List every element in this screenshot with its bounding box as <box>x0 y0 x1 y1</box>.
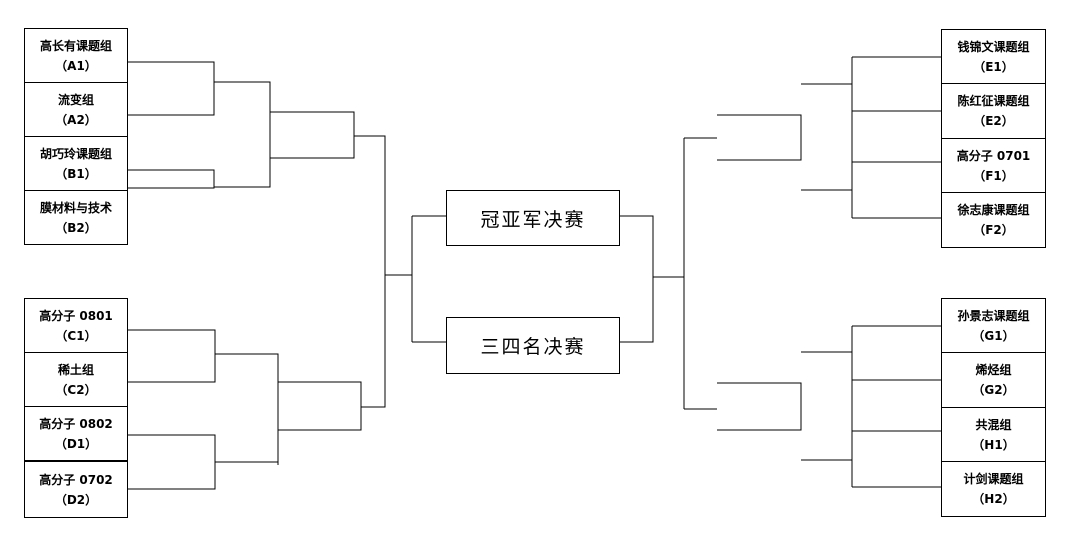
team-h2: 计剑课题组 （H2） <box>941 461 1046 517</box>
bracket-line <box>801 351 853 461</box>
team-name: 计剑课题组 <box>963 472 1024 486</box>
bracket-line <box>717 382 802 431</box>
team-code: （G1） <box>972 328 1015 343</box>
team-code: （B2） <box>55 220 97 235</box>
bracket-line <box>619 215 654 343</box>
bracket-line <box>354 135 386 408</box>
team-b2: 膜材料与技术 （B2） <box>24 190 128 245</box>
team-code: （C1） <box>55 328 97 343</box>
team-name: 陈红征课题组 <box>957 94 1030 108</box>
team-c1: 高分子 0801 （C1） <box>24 298 128 353</box>
bracket-line <box>127 61 215 116</box>
team-g1: 孙景志课题组 （G1） <box>941 298 1046 353</box>
team-code: （G2） <box>972 383 1015 397</box>
team-name: 孙景志课题组 <box>957 308 1030 323</box>
team-d1: 高分子 0802 （D1） <box>24 406 128 461</box>
bracket-line <box>127 434 216 490</box>
bracket-line <box>717 114 802 161</box>
team-code: （F2） <box>973 223 1014 237</box>
champion-final-label: 冠亚军决赛 <box>480 208 586 231</box>
team-code: （C2） <box>55 382 97 397</box>
team-b1: 胡巧玲课题组 （B1） <box>24 136 128 191</box>
team-code: （D1） <box>54 436 98 451</box>
team-code: （H1） <box>972 437 1015 452</box>
bracket-line <box>127 329 216 383</box>
team-f1: 高分子 0701 （F1） <box>941 138 1046 193</box>
team-name: 共混组 <box>975 417 1012 432</box>
team-name: 胡巧玲课题组 <box>39 146 112 161</box>
team-code: （B1） <box>55 166 97 181</box>
team-code: （E1） <box>973 59 1014 74</box>
team-name: 钱锦文课题组 <box>957 39 1030 54</box>
team-e2: 陈红征课题组 （E2） <box>941 83 1046 139</box>
bracket-line <box>801 83 853 191</box>
team-c2: 稀土组 （C2） <box>24 352 128 407</box>
bracket-line <box>270 111 355 159</box>
team-name: 稀土组 <box>57 362 94 377</box>
team-code: （F1） <box>973 168 1014 183</box>
team-name: 高分子 0802 <box>39 416 113 431</box>
bracket-line <box>278 381 362 431</box>
team-f2: 徐志康课题组 （F2） <box>941 192 1046 248</box>
team-code: （A2） <box>55 112 97 127</box>
team-code: （D2） <box>54 492 98 507</box>
bracket-line <box>127 169 215 189</box>
team-code: （A1） <box>55 58 97 73</box>
third-place-final-box: 三四名决赛 <box>446 317 620 374</box>
team-code: （H2） <box>972 492 1015 506</box>
team-name: 高长有课题组 <box>39 38 112 53</box>
third-place-final-label: 三四名决赛 <box>480 336 586 358</box>
team-code: （E2） <box>973 114 1014 128</box>
team-name: 膜材料与技术 <box>39 200 112 215</box>
champion-final-box: 冠亚军决赛 <box>446 190 620 246</box>
team-name: 高分子 0801 <box>39 308 113 323</box>
team-e1: 钱锦文课题组 （E1） <box>941 29 1046 84</box>
bracket-line <box>215 353 279 465</box>
bracket-line <box>214 81 271 188</box>
team-a1: 高长有课题组 （A1） <box>24 28 128 83</box>
team-name: 徐志康课题组 <box>957 203 1030 217</box>
team-name: 流变组 <box>57 92 94 107</box>
team-d2: 高分子 0702 （D2） <box>24 461 128 518</box>
team-a2: 流变组 （A2） <box>24 82 128 137</box>
team-name: 高分子 0701 <box>956 148 1031 163</box>
team-name: 高分子 0702 <box>39 472 113 487</box>
team-h1: 共混组 （H1） <box>941 407 1046 462</box>
team-g2: 烯烃组 （G2） <box>941 352 1046 408</box>
team-name: 烯烃组 <box>975 363 1012 377</box>
